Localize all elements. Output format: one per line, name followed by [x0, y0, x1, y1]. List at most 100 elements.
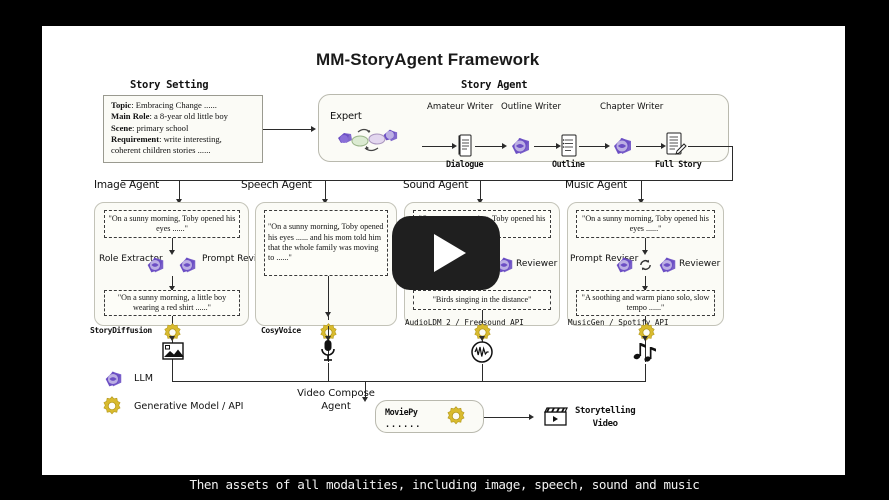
speech-agent-heading: Speech Agent — [241, 179, 312, 191]
arrow-head — [477, 199, 483, 204]
arrow-head — [325, 312, 331, 317]
story-setting-line: Topic: Embracing Change ...... — [111, 100, 256, 111]
image-agent-output-quote: "On a sunny morning, a little boy wearin… — [104, 290, 240, 316]
image-agent-heading: Image Agent — [94, 179, 160, 191]
drop-line-music-agent — [641, 180, 642, 202]
image-icon — [162, 342, 184, 360]
arrow-head — [169, 336, 175, 341]
story-setting-key: Scene — [111, 122, 133, 133]
connector — [645, 276, 646, 290]
moviepy-dots: ...... — [385, 419, 422, 429]
outline-writer-label: Outline Writer — [501, 102, 562, 112]
figure-title: MM-StoryAgent Framework — [316, 50, 540, 69]
video-compose-agent-label: Video Compose Agent — [288, 387, 384, 413]
speech-agent-input-quote: "On a sunny morning, Toby opened his eye… — [264, 210, 388, 276]
story-setting-key: Main Role — [111, 111, 150, 122]
sound-agent-right-role: Reviewer — [516, 259, 557, 270]
connector-bus-to-moviepy — [365, 381, 366, 400]
speech-agent-api-label: CosyVoice — [261, 326, 301, 335]
story-setting-key: Topic — [111, 100, 132, 110]
video-caption: Then assets of all modalities, including… — [189, 477, 700, 492]
chapter-writer-label: Chapter Writer — [600, 102, 664, 112]
music-notes-icon — [633, 343, 656, 362]
music-agent-api-label: MusicGen / Spotify API — [568, 318, 669, 328]
outline-label: Outline — [552, 159, 585, 169]
connector-expert-to-dialogue — [422, 146, 452, 147]
connector-chapter-writer-to-full-story — [636, 146, 661, 147]
llm-icon — [496, 257, 513, 273]
gear-icon — [103, 396, 121, 415]
image-agent-right-role: Prompt Reviser — [202, 254, 270, 265]
legend-llm-label: LLM — [134, 373, 153, 384]
play-button[interactable] — [392, 216, 500, 290]
storytelling-line1: Storytelling — [575, 406, 636, 416]
image-agent-input-quote: "On a sunny morning, Toby opened his eye… — [104, 210, 240, 238]
expert-label: Expert — [330, 111, 362, 122]
role-text: Prompt Reviser — [202, 254, 271, 264]
asset-collector-bus — [172, 381, 646, 382]
arrow-head — [479, 336, 485, 341]
arrow-head — [311, 126, 316, 132]
role-text: Role Extractor — [99, 254, 163, 264]
story-setting-value: : primary school — [132, 122, 189, 133]
refresh-cycle-icon — [640, 259, 651, 271]
full-story-document-icon — [666, 132, 687, 155]
story-setting-value: : Embracing Change ...... — [131, 100, 217, 110]
full-story-label: Full Story — [655, 159, 702, 169]
legend-generative-model-label: Generative Model / API — [134, 401, 244, 412]
sound-agent-output-quote: "Birds singing in the distance" — [413, 290, 551, 310]
arrow-head — [169, 250, 175, 255]
music-agent-input-quote: "On a sunny morning, Toby opened his eye… — [576, 210, 715, 238]
story-setting-heading: Story Setting — [130, 79, 209, 91]
story-setting-line: Main Role: a 8-year old little boy — [111, 111, 256, 122]
connector-music-asset-down — [645, 364, 646, 381]
connector — [172, 276, 173, 290]
moviepy-label: MoviePy — [385, 407, 418, 417]
moviepy-panel — [375, 400, 484, 433]
figure-canvas: MM-StoryAgent Framework Story Setting To… — [42, 26, 845, 475]
sound-agent-api-label: AudioLDM 2 / Freesound API — [405, 318, 524, 328]
amateur-writer-label: Amateur Writer — [427, 102, 494, 112]
music-agent-heading: Music Agent — [565, 179, 628, 191]
story-setting-value: : write interesting, — [159, 133, 222, 144]
llm-icon — [659, 257, 676, 273]
connector-sound-asset-down — [482, 364, 483, 381]
api-text: MusicGen / Spotify API — [568, 318, 669, 327]
arrow-head — [502, 143, 507, 149]
llm-icon — [512, 138, 529, 154]
arrow-head — [452, 143, 457, 149]
arrow-head — [529, 414, 534, 420]
arrow-head — [176, 199, 182, 204]
connector-storyagent-down — [732, 146, 733, 180]
expert-dialogue-icon — [338, 128, 398, 152]
story-agent-heading: Story Agent — [461, 79, 528, 91]
story-setting-card: Topic: Embracing Change ...... Main Role… — [103, 95, 263, 163]
video-compose-line2: Agent — [321, 401, 351, 412]
dialogue-document-icon — [458, 134, 472, 157]
drop-line-sound-agent — [480, 180, 481, 202]
drop-line-speech-agent — [325, 180, 326, 202]
dialogue-label: Dialogue — [446, 159, 484, 169]
connector — [328, 276, 329, 320]
sound-wave-icon — [471, 341, 493, 363]
music-agent-right-role: Reviewer — [679, 259, 720, 270]
api-text: AudioLDM 2 / Freesound API — [405, 318, 524, 327]
music-agent-output-quote: "A soothing and warm piano solo, slow te… — [576, 290, 715, 316]
gear-icon — [447, 406, 465, 425]
storytelling-video-label: Storytelling Video — [575, 406, 636, 429]
arrow-head — [556, 143, 561, 149]
arrow-head — [169, 286, 175, 291]
video-compose-line1: Video Compose — [297, 388, 375, 399]
outline-document-icon — [561, 134, 577, 157]
connector-moviepy-to-output — [484, 417, 529, 418]
storytelling-line2: Video — [592, 419, 618, 429]
image-agent-left-role: Role Extractor — [99, 254, 163, 265]
llm-icon — [179, 257, 196, 273]
arrow-head — [362, 397, 368, 402]
arrow-head — [642, 286, 648, 291]
story-setting-line: coherent children stories ...... — [111, 145, 256, 156]
llm-icon — [616, 257, 633, 273]
image-agent-api-label: StoryDiffusion — [90, 326, 152, 335]
connector-setting-to-storyagent — [263, 129, 311, 130]
connector-outline-to-chapter-writer — [579, 146, 605, 147]
